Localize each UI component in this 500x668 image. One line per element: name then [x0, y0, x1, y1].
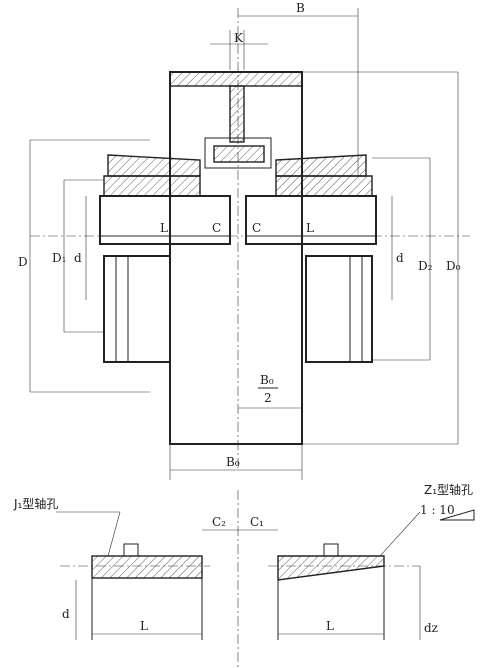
- label-K: K: [234, 31, 244, 45]
- label-B: B: [296, 1, 305, 15]
- main-assembly: [30, 8, 470, 470]
- label-L-right: L: [306, 221, 314, 235]
- label-B0-half-num: B₀: [260, 373, 274, 387]
- label-C-left: C: [212, 221, 221, 235]
- label-B0-half-den: 2: [264, 391, 272, 405]
- label-Z1-hole: Z₁型轴孔: [424, 482, 473, 497]
- label-dz: dz: [424, 621, 438, 635]
- label-L-bottom-left: L: [140, 619, 148, 633]
- labels: B K L L C C D D₁ d d D₂ D₀ B₀ 2 B₀ J₁型轴孔…: [13, 1, 473, 635]
- label-d-bottom: d: [62, 607, 70, 621]
- label-C-right: C: [252, 221, 261, 235]
- label-L-bottom-right: L: [326, 619, 334, 633]
- label-D2: D₂: [418, 259, 433, 273]
- label-D1: D₁: [52, 251, 66, 265]
- label-B0: B₀: [226, 455, 240, 469]
- shaft-hole-details: [56, 490, 475, 668]
- label-L-left: L: [160, 221, 168, 235]
- label-D0: D₀: [446, 259, 461, 273]
- label-D: D: [18, 255, 28, 269]
- label-C1: C₁: [250, 515, 264, 529]
- label-C2: C₂: [212, 515, 226, 529]
- label-taper: 1 : 10: [420, 503, 455, 517]
- label-d-left: d: [74, 251, 82, 265]
- label-J1-hole: J₁型轴孔: [13, 496, 58, 511]
- label-d-right: d: [396, 251, 404, 265]
- dimension-lines: [29, 8, 459, 480]
